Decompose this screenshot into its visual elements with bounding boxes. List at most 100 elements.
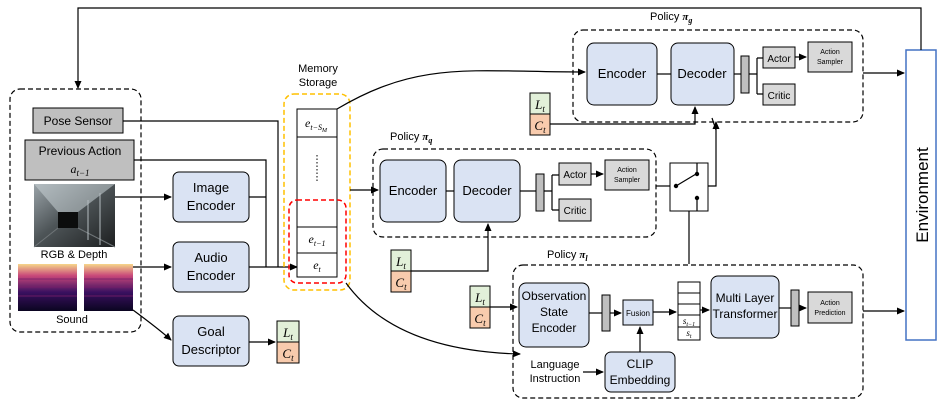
rgb-image (33, 184, 116, 248)
svg-text:Actor: Actor (563, 170, 587, 181)
policy-g-fork (749, 57, 763, 95)
language-instruction-line2: Instruction (530, 373, 581, 385)
policy-l-feature-bar (601, 294, 611, 332)
memory-outer-dashed (283, 93, 351, 291)
arrow-inputs-to-goal (132, 309, 172, 341)
policy-g-feature-bar (740, 55, 750, 94)
policy-g-decoder: Decoder (670, 42, 735, 106)
policy-q-panel (372, 148, 657, 238)
policy-g-action-sampler: Action Sampler (807, 41, 853, 73)
svg-text:Action: Action (617, 167, 637, 174)
line-prev-action-to-memory (134, 159, 267, 267)
memory-title-line2: Storage (299, 77, 338, 89)
policy-q-goal-tokens: Lt Ct (390, 249, 412, 293)
memory-title-line1: Memory (298, 63, 338, 75)
svg-text:Decoder: Decoder (677, 66, 727, 81)
svg-text:Sampler: Sampler (614, 177, 641, 184)
svg-text:Encoder: Encoder (532, 321, 577, 335)
policy-l-goal-tokens: Lt Ct (469, 285, 491, 329)
svg-text:CLIP: CLIP (627, 357, 654, 371)
svg-text:Observation: Observation (522, 289, 587, 303)
policy-l-output-bar (790, 289, 800, 327)
svg-text:Actor: Actor (767, 54, 791, 65)
seq-cell-prev: st−1 (683, 316, 695, 328)
svg-text:Ct: Ct (395, 275, 407, 292)
svg-text:Encoder: Encoder (598, 66, 647, 81)
svg-text:Ct: Ct (534, 118, 546, 135)
audio-encoder-box: Audio Encoder (172, 241, 250, 293)
arrow-tokens-to-policy-q-decoder (411, 223, 492, 272)
audio-encoder-line1: Audio (194, 250, 227, 265)
policy-g-encoder: Encoder (586, 42, 658, 106)
previous-action-symbol: at−1 (70, 162, 89, 178)
arrow-memory-to-policy-g (336, 68, 586, 110)
svg-text:Encoder: Encoder (389, 183, 438, 198)
arrow-tokens-to-policy-g-decoder (550, 106, 699, 125)
image-encoder-line1: Image (193, 180, 229, 195)
environment-box: Environment (905, 49, 937, 341)
svg-text:Transformer: Transformer (713, 307, 778, 321)
svg-text:Critic: Critic (564, 206, 587, 217)
svg-text:Critic: Critic (768, 91, 791, 102)
pose-sensor-box: Pose Sensor (32, 107, 124, 134)
goal-token-c: Ct (282, 346, 294, 363)
memory-cell-oldest: et−SM (305, 116, 328, 134)
policy-switch (669, 162, 709, 212)
state-sequence: st−1 st (677, 281, 701, 341)
policy-q-decoder: Decoder (453, 159, 521, 223)
memory-inner-dashed (288, 199, 347, 284)
svg-text:Ct: Ct (474, 311, 486, 328)
observation-state-encoder: Observation State Encoder (518, 282, 590, 348)
policy-q-critic: Critic (558, 198, 592, 222)
language-instruction-line1: Language (531, 359, 580, 371)
goal-descriptor-box: Goal Descriptor (172, 315, 250, 367)
previous-action-box: Previous Action at−1 (24, 139, 135, 181)
svg-text:Embedding: Embedding (610, 373, 671, 387)
goal-token-l: Lt (282, 325, 293, 342)
line-pose-to-memory (123, 120, 279, 267)
previous-action-label: Previous Action (39, 144, 122, 158)
spectrogram-right (84, 264, 133, 311)
policy-q-actor: Actor (558, 162, 592, 186)
policy-l-panel (512, 264, 864, 399)
policy-g-critic: Critic (762, 83, 796, 106)
pose-sensor-label: Pose Sensor (44, 114, 113, 128)
multi-layer-transformer: Multi Layer Transformer (710, 275, 780, 339)
svg-text:Sampler: Sampler (817, 59, 844, 66)
action-prediction-box: Action Prediction (807, 291, 853, 324)
goal-descriptor-line2: Descriptor (181, 342, 241, 357)
fusion-box: Fusion (622, 299, 654, 326)
audio-encoder-line2: Encoder (187, 268, 236, 283)
policy-q-encoder: Encoder (379, 159, 447, 223)
image-encoder-line2: Encoder (187, 198, 236, 213)
environment-label: Environment (913, 147, 932, 243)
svg-text:Action: Action (820, 49, 840, 56)
svg-text:Prediction: Prediction (814, 310, 845, 317)
image-encoder-box: Image Encoder (172, 171, 250, 223)
rgb-depth-label: RGB & Depth (41, 249, 108, 261)
policy-q-fork (544, 174, 559, 211)
svg-text:Action: Action (820, 300, 840, 307)
policy-q-action-sampler: Action Sampler (604, 159, 650, 191)
goal-tokens-output: Lt Ct (276, 320, 300, 364)
arrow-switch-to-environment (708, 117, 717, 187)
spectrogram-left (18, 264, 77, 311)
memory-cell-previous: et−1 (309, 232, 326, 248)
memory-cell-current: et (313, 258, 321, 274)
feedback-loop-arrow (74, 7, 922, 89)
arrow-memory-to-policy-l (345, 282, 521, 358)
sound-label: Sound (56, 314, 88, 326)
svg-text:Lt: Lt (534, 97, 545, 114)
policy-q-feature-bar (535, 173, 545, 212)
svg-text:Lt: Lt (395, 254, 406, 271)
clip-embedding-box: CLIP Embedding (604, 351, 676, 393)
goal-descriptor-line1: Goal (197, 324, 225, 339)
policy-g-actor: Actor (762, 46, 796, 69)
seq-cell-current: st (686, 328, 692, 340)
svg-text:Lt: Lt (474, 290, 485, 307)
svg-text:State: State (540, 305, 568, 319)
